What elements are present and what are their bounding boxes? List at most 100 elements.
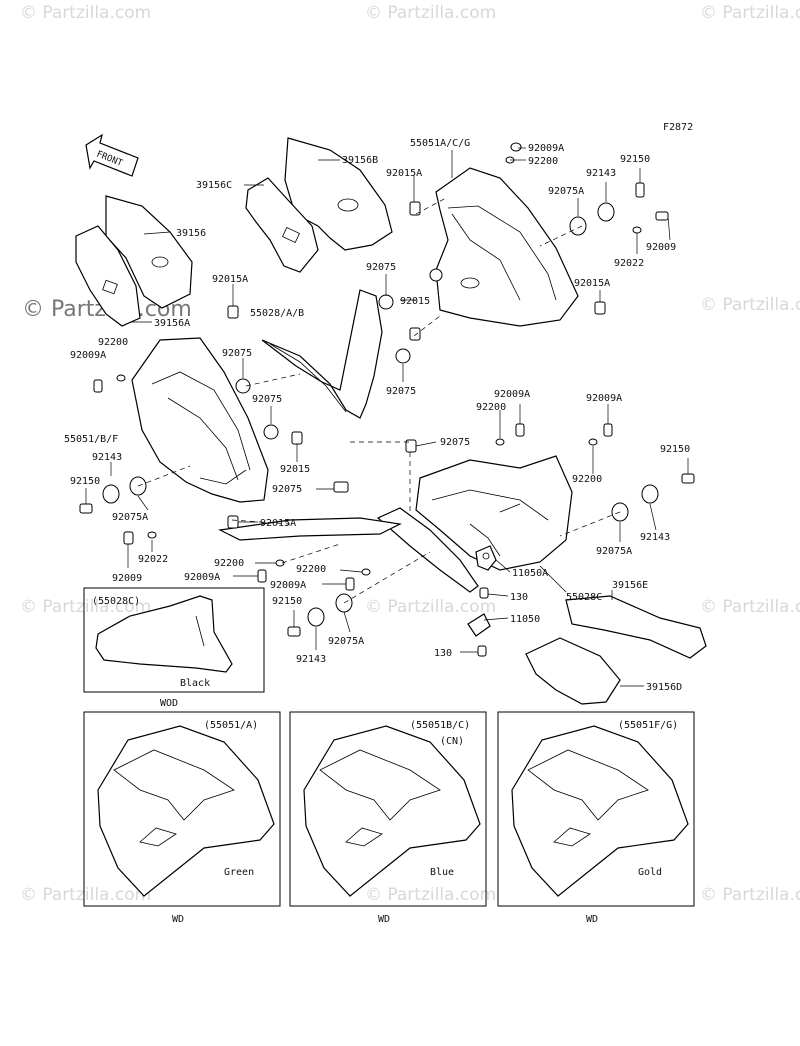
bracket-11050a-icon [475,545,497,571]
bolt-icon [79,503,93,514]
figure-code: F2872 [663,122,693,133]
bolt-icon [635,182,645,198]
screw-icon [603,423,613,437]
callout-92075: 92075 [386,386,416,397]
grommet-icon [569,216,587,236]
callout-92075: 92075 [222,348,252,359]
under-cowl-bracket [218,507,479,593]
watermark: © Partzilla.com [20,885,151,905]
grommet-icon [395,348,411,364]
callout-11050: 11050 [510,614,540,625]
callout-92075a: 92075A [112,512,148,523]
screw-icon [655,211,669,221]
callout-55051acg: 55051A/C/G [410,138,470,149]
side-cowl-drawing [511,725,689,897]
callout-92143: 92143 [586,168,616,179]
callout-92009: 92009 [112,573,142,584]
variant-region: (CN) [440,736,464,747]
bolt-icon [479,587,489,599]
callout-92075a: 92075A [548,186,584,197]
callout-39156a: 39156A [154,318,190,329]
screw-icon [123,531,134,545]
bolt-icon [681,473,695,484]
washer-icon [495,438,505,446]
callout-92075: 92075 [440,437,470,448]
side-cowl-drawing [303,725,481,897]
callout-92075: 92075 [366,262,396,273]
callout-92200: 92200 [296,564,326,575]
callout-92200: 92200 [98,337,128,348]
variant-caption: WD [586,914,598,925]
callout-92143: 92143 [640,532,670,543]
callout-92015a: 92015A [386,168,422,179]
callout-92009a: 92009A [70,350,106,361]
washer-icon [632,226,642,234]
collar-icon [227,515,239,529]
screw-icon [345,577,355,591]
collar-icon [409,327,421,341]
callout-55028c: 55028C [566,592,602,603]
callout-92009: 92009 [646,242,676,253]
callout-55028ab: 55028/A/B [250,308,304,319]
screw-icon [257,569,267,583]
callout-92200: 92200 [528,156,558,167]
variant-caption: WD [172,914,184,925]
bolt-icon [287,626,301,637]
leader-lines [85,147,689,687]
callout-92200: 92200 [214,558,244,569]
side-cowl-left [131,337,269,503]
inset-wod: (55028C) Black WOD [83,587,265,709]
callout-39156c: 39156C [196,180,232,191]
callout-92150: 92150 [660,444,690,455]
assembly-lines [137,197,621,604]
callout-39156e: 39156E [612,580,648,591]
collar-icon [291,431,303,445]
callout-92150: 92150 [272,596,302,607]
callout-11050a: 11050A [512,568,548,579]
callout-92009a: 92009A [494,389,530,400]
inner-panel-39156c [245,177,319,273]
callout-92015a: 92015A [260,518,296,529]
callout-92075a: 92075A [596,546,632,557]
collar-icon [227,305,239,319]
callout-92015: 92015 [280,464,310,475]
collar-icon [594,301,606,315]
callout-92075: 92075 [272,484,302,495]
variant-ref: (55051/A) [204,720,258,731]
washer-icon [361,568,371,576]
nut-icon [102,484,120,504]
callout-92200: 92200 [572,474,602,485]
watermark: © Partzilla.com [700,885,800,905]
callouts: 39156B 39156C 39156 39156A 55051A/C/G 92… [64,138,690,693]
watermark: © Partzilla.com [20,3,151,23]
washer-icon [588,438,598,446]
callout-92015: 92015 [400,296,430,307]
watermark: © Partzilla.com [700,3,800,23]
variant-ref: (55051F/G) [618,720,678,731]
watermarks: © Partzilla.com © Partzilla.com © Partzi… [20,3,800,905]
grommet-icon [378,294,394,310]
callout-92143: 92143 [296,654,326,665]
callout-92150: 92150 [70,476,100,487]
washer-icon [147,531,157,539]
grommet-icon [333,481,349,493]
callout-92009a: 92009A [586,393,622,404]
watermark: © Partzilla.com [700,295,800,315]
front-arrow-icon: FRONT [85,133,139,177]
screw-icon [93,379,103,393]
watermark: © Partzilla.com [365,597,496,617]
variant-color: Gold [638,867,662,878]
grommet-icon [263,424,279,440]
inner-panel-39156e [565,595,707,659]
watermark: © Partzilla.com [700,597,800,617]
callout-39156d: 39156D [646,682,682,693]
upper-cowl-right [435,167,579,327]
callout-92009a: 92009A [528,143,564,154]
variant-boxes: (55051/A)GreenWD(55051B/C)(CN)BlueWD(550… [83,711,695,925]
watermark: © Partzilla.com [365,885,496,905]
inner-panel-39156d [525,637,621,705]
